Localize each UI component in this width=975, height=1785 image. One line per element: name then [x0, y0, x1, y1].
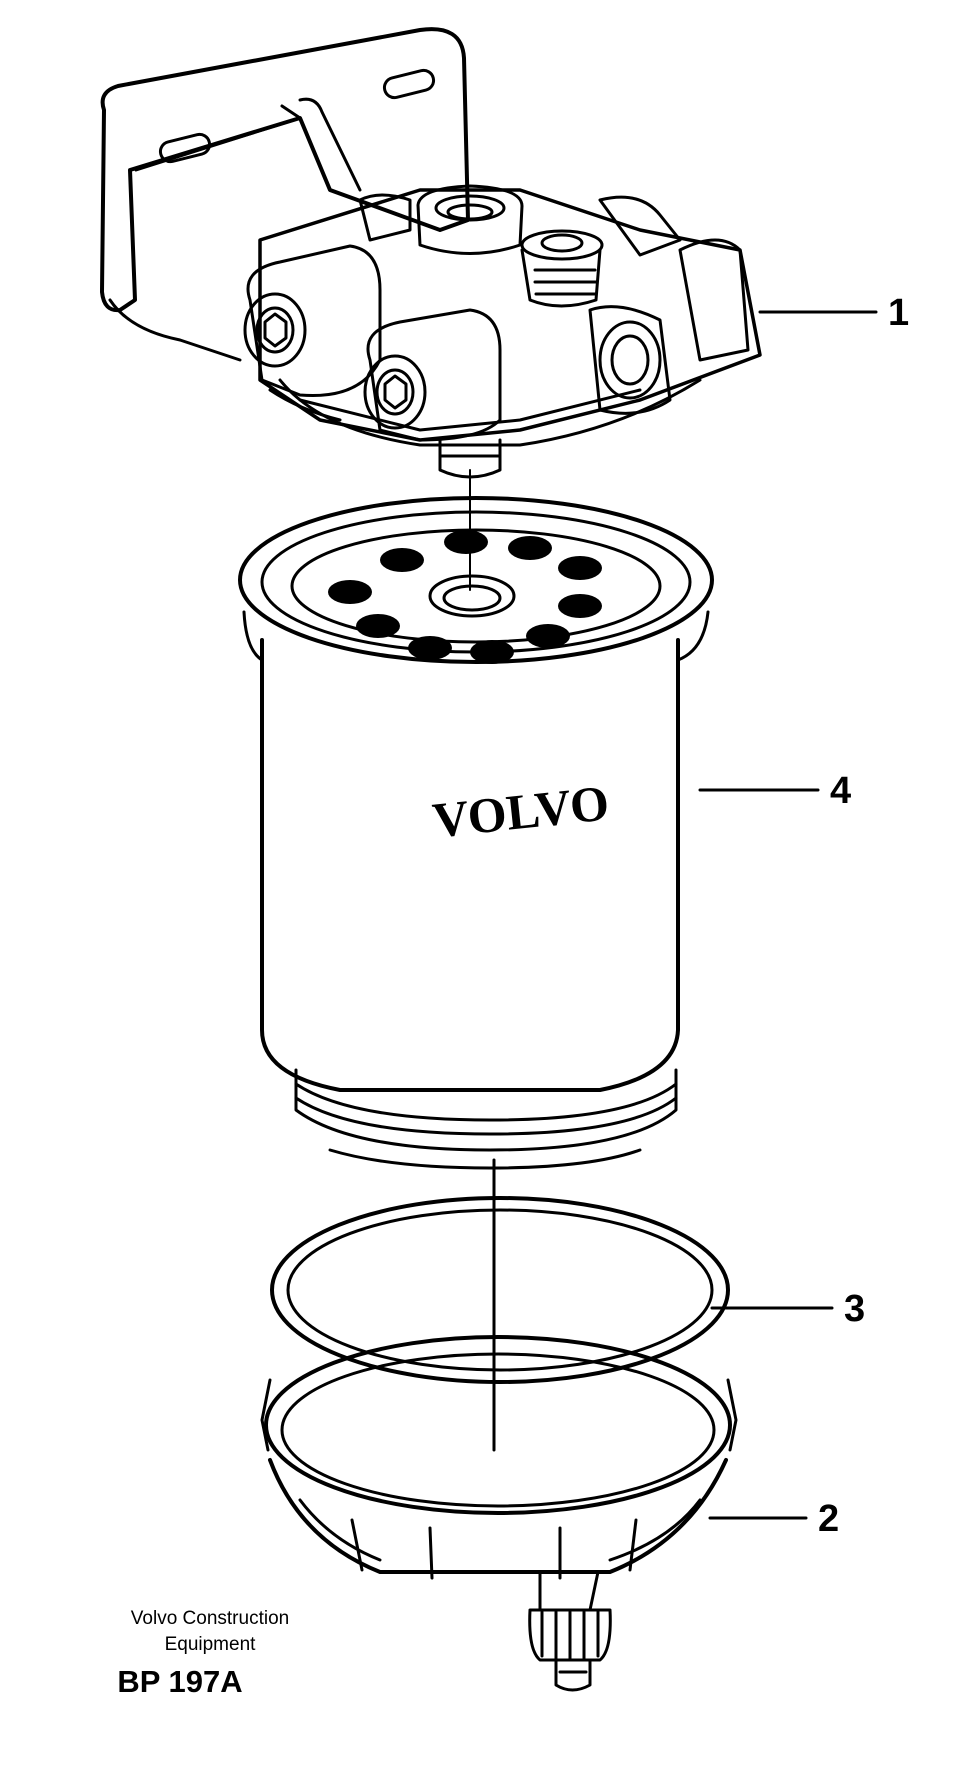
callout-part-1: 1: [888, 292, 910, 334]
callout-part-2: 2: [818, 1498, 840, 1540]
callout-part-3: 3: [844, 1288, 866, 1330]
filter-head-bracket: [100, 27, 762, 479]
footer-company-line2: Equipment: [164, 1634, 256, 1655]
sealing-ring: [270, 1196, 730, 1384]
water-separator-bowl: [260, 1335, 738, 1692]
footer-drawing-code: BP 197A: [117, 1664, 243, 1699]
callout-part-4: 4: [830, 770, 852, 812]
footer-company-line1: Volvo Construction: [130, 1608, 290, 1629]
filter-cartridge: [238, 496, 714, 1170]
filter-brand-label: VOLVO: [430, 774, 612, 848]
